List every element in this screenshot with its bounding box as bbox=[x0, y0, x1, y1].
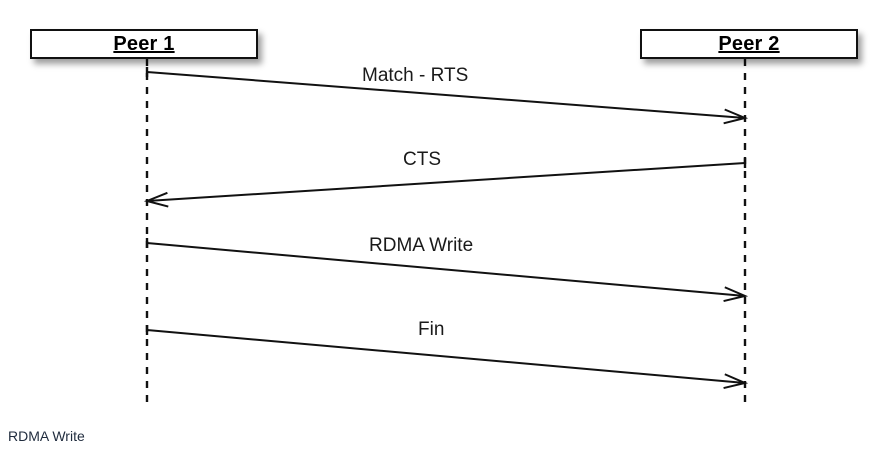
participant-label-peer1: Peer 1 bbox=[113, 33, 175, 55]
message-label-match-rts: Match - RTS bbox=[362, 65, 469, 86]
message-arrows bbox=[143, 67, 749, 390]
message-arrow-0 bbox=[145, 67, 749, 125]
message-arrow-2 bbox=[145, 238, 749, 303]
message-label-fin: Fin bbox=[418, 319, 445, 340]
lifelines bbox=[145, 59, 747, 402]
message-label-rdma-write: RDMA Write bbox=[369, 235, 474, 256]
participant-box-peer2[interactable]: Peer 2 bbox=[640, 29, 858, 59]
participant-label-peer2: Peer 2 bbox=[718, 33, 780, 55]
message-arrow-3 bbox=[145, 325, 749, 390]
message-arrow-1 bbox=[143, 158, 747, 208]
participant-box-peer1[interactable]: Peer 1 bbox=[30, 29, 258, 59]
message-label-cts: CTS bbox=[403, 149, 441, 170]
figure-caption: RDMA Write bbox=[8, 428, 85, 444]
